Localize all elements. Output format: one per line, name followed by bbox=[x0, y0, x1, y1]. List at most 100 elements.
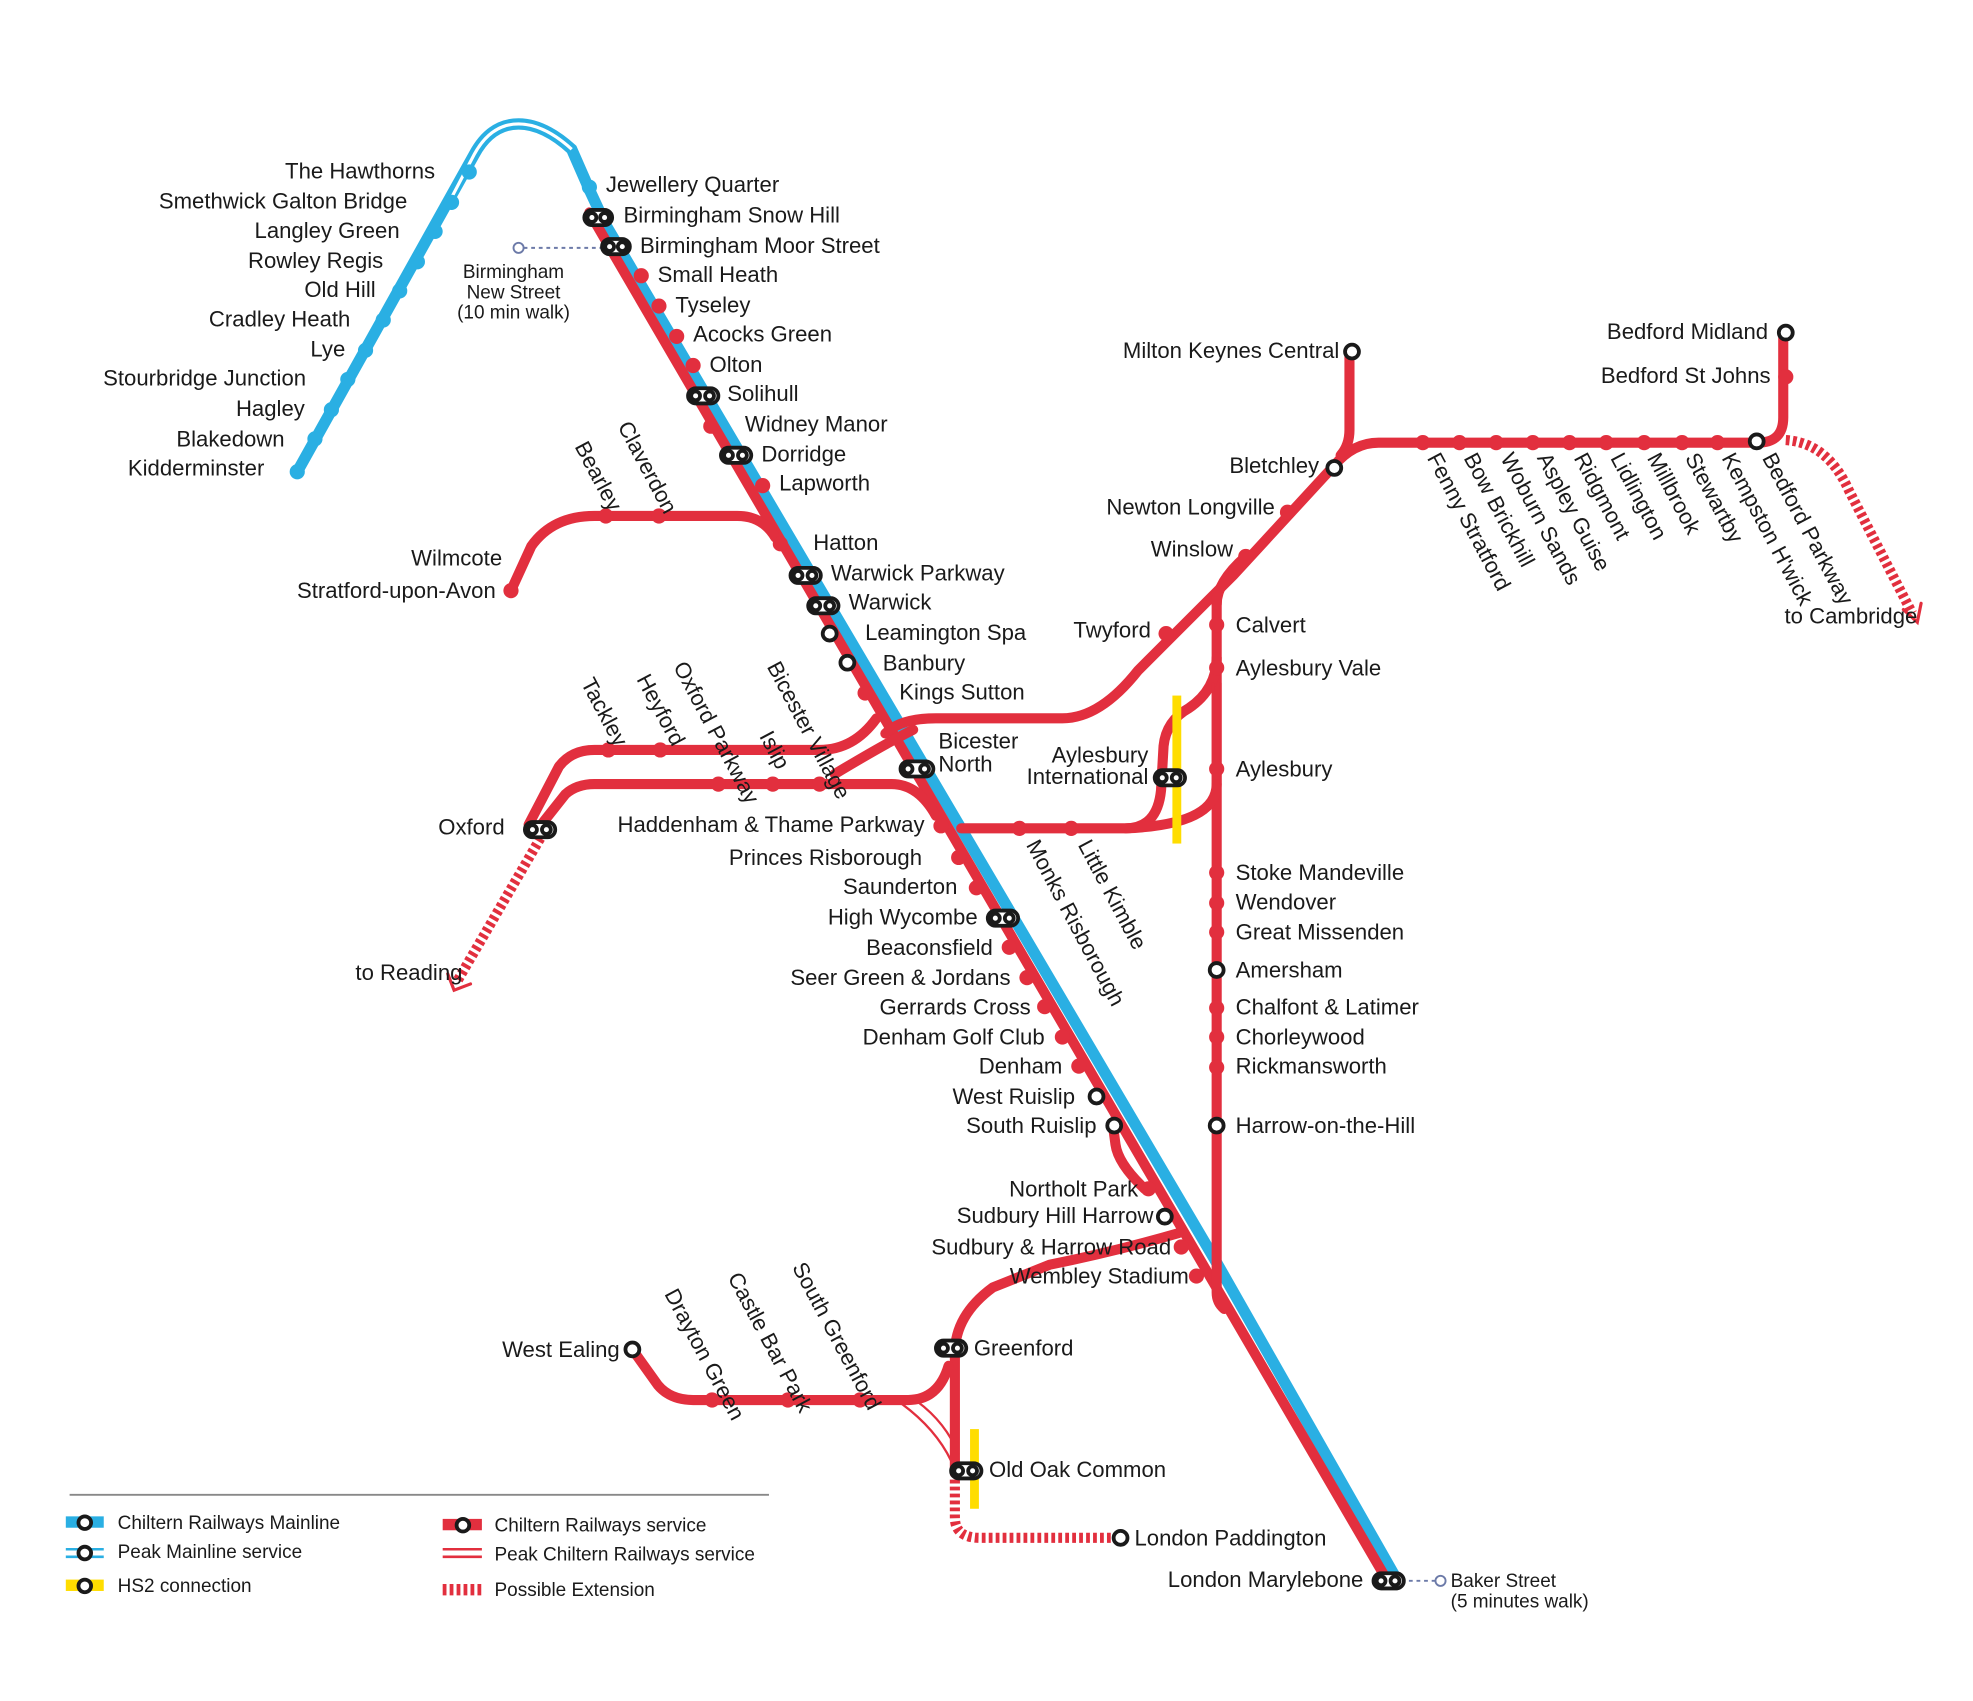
labels-aylesbury-line: Calvert Aylesbury Vale Aylesbury Stoke M… bbox=[1236, 612, 1419, 1138]
legend-peak-service-label: Peak Chiltern Railways service bbox=[495, 1545, 755, 1566]
stop-dot bbox=[933, 818, 949, 834]
label-amersham: Amersham bbox=[1236, 958, 1343, 983]
legend-item-peak-service: Peak Chiltern Railways service bbox=[442, 1545, 755, 1566]
label-stoke-mandeville: Stoke Mandeville bbox=[1236, 860, 1405, 885]
stop-dot bbox=[1209, 617, 1225, 633]
label-jewellery-quarter: Jewellery Quarter bbox=[606, 172, 779, 197]
labels-walk: Birmingham New Street (10 min walk) Bake… bbox=[457, 262, 1589, 1612]
label-baker-street-2: (5 minutes walk) bbox=[1451, 1591, 1589, 1612]
legend-item-extension: Possible Extension bbox=[442, 1580, 655, 1601]
label-denham-golf-club: Denham Golf Club bbox=[863, 1025, 1045, 1050]
legend-item-hs2: HS2 connection bbox=[65, 1576, 252, 1597]
stop-dot bbox=[1279, 504, 1296, 520]
stop-dot bbox=[503, 583, 519, 599]
label-bletchley: Bletchley bbox=[1229, 453, 1320, 478]
label-stourbridge: Stourbridge Junction bbox=[103, 366, 306, 391]
labels-stourbridge: The Hawthorns Smethwick Galton Bridge La… bbox=[103, 158, 435, 480]
label-new-street-3: (10 min walk) bbox=[457, 303, 570, 324]
red-bicester-chord bbox=[829, 724, 919, 780]
stop-dot bbox=[1019, 970, 1035, 986]
label-wendover: Wendover bbox=[1236, 889, 1336, 914]
stop-dot bbox=[755, 478, 771, 494]
station-ring bbox=[1747, 432, 1766, 451]
stop-dot bbox=[581, 179, 597, 195]
ring-pair-dorridge bbox=[719, 445, 754, 465]
label-aylesbury-vale: Aylesbury Vale bbox=[1236, 655, 1382, 680]
label-aylesbury: Aylesbury bbox=[1236, 757, 1334, 782]
stop-dot bbox=[951, 849, 967, 866]
ring-pair-moor-street bbox=[600, 237, 632, 257]
service-lines-red bbox=[505, 207, 1789, 1586]
label-sudbury-hill: Sudbury Hill Harrow bbox=[957, 1203, 1155, 1228]
stop-dot bbox=[651, 298, 667, 314]
red-northolt-loop bbox=[1107, 1120, 1150, 1194]
stop-dot bbox=[357, 342, 374, 358]
stop-dot bbox=[1188, 1268, 1205, 1284]
red-stratford-branch bbox=[505, 510, 781, 596]
red-oxford-lower bbox=[536, 779, 941, 830]
station-ring bbox=[820, 624, 839, 643]
labels-stratford-branch: Wilmcote Stratford-upon-Avon Bearley Cla… bbox=[297, 417, 682, 603]
label-solihull: Solihull bbox=[727, 381, 798, 406]
stop-dot bbox=[1209, 1059, 1225, 1075]
red-west-ealing-loop bbox=[627, 1344, 954, 1406]
arrow-to-reading-icon bbox=[446, 972, 473, 993]
baker-street-marker bbox=[1434, 1574, 1447, 1587]
peak-paddington-1 bbox=[901, 1402, 953, 1462]
stop-dot bbox=[1561, 435, 1578, 451]
label-old-hill: Old Hill bbox=[304, 277, 375, 302]
label-harrow: Harrow-on-the-Hill bbox=[1236, 1113, 1416, 1138]
stop-dot bbox=[461, 164, 477, 180]
stop-dot bbox=[409, 254, 425, 270]
ring-pair-aylesbury-intl bbox=[1152, 768, 1187, 788]
label-greenford: Greenford bbox=[974, 1336, 1074, 1361]
label-twyford: Twyford bbox=[1073, 617, 1150, 642]
label-sudbury-harrow-road: Sudbury & Harrow Road bbox=[931, 1235, 1171, 1260]
red-aylesbury-link bbox=[1120, 779, 1222, 834]
ring-pair-solihull bbox=[686, 386, 721, 406]
extension-to-reading bbox=[453, 829, 549, 983]
label-baker-street-1: Baker Street bbox=[1451, 1571, 1557, 1592]
label-northolt-park: Northolt Park bbox=[1009, 1176, 1139, 1201]
station-ring bbox=[1325, 459, 1344, 477]
label-oxford: Oxford bbox=[438, 815, 504, 840]
label-london-marylebone: London Marylebone bbox=[1168, 1567, 1364, 1592]
label-langley-green: Langley Green bbox=[255, 218, 400, 243]
stop-dot bbox=[1063, 820, 1079, 836]
stop-dot bbox=[1451, 435, 1468, 451]
stop-dot bbox=[1054, 1029, 1070, 1045]
legend-hs2-label: HS2 connection bbox=[118, 1576, 252, 1597]
stop-dot bbox=[340, 371, 356, 387]
new-street-marker bbox=[512, 241, 525, 254]
ring-pair-greenford bbox=[934, 1338, 969, 1358]
stop-dot bbox=[323, 402, 339, 418]
legend-peak-mainline-label: Peak Mainline service bbox=[118, 1542, 303, 1563]
legend-item-peak-mainline: Peak Mainline service bbox=[65, 1542, 303, 1563]
arrow-to-cambridge-icon bbox=[1901, 601, 1923, 626]
ring-pair-warwick-parkway bbox=[788, 565, 823, 585]
stop-dot bbox=[443, 194, 460, 210]
legend-extension-label: Possible Extension bbox=[495, 1580, 655, 1601]
blue-snow-hill-to-marylebone bbox=[584, 187, 1403, 1584]
stop-dot bbox=[307, 431, 323, 447]
stop-dot bbox=[1011, 820, 1027, 836]
stop-dot bbox=[600, 742, 616, 758]
possible-extensions bbox=[453, 435, 1917, 1543]
red-milton-keynes-spur bbox=[1335, 346, 1355, 461]
stop-dot bbox=[1238, 548, 1254, 565]
ring-pair-oxford bbox=[522, 820, 558, 840]
label-stratford: Stratford-upon-Avon bbox=[297, 578, 496, 603]
stop-dot bbox=[1209, 1029, 1225, 1045]
label-west-ealing: West Ealing bbox=[502, 1337, 620, 1362]
label-small-heath: Small Heath bbox=[658, 262, 779, 287]
stop-dot bbox=[703, 418, 719, 434]
extension-to-paddington bbox=[949, 1479, 1117, 1543]
label-hatton: Hatton bbox=[813, 530, 878, 555]
label-the-hawthorns: The Hawthorns bbox=[285, 158, 435, 183]
label-old-oak-common: Old Oak Common bbox=[989, 1457, 1166, 1482]
legend-service-label: Chiltern Railways service bbox=[495, 1516, 707, 1537]
stop-dot bbox=[1158, 626, 1174, 642]
label-lye: Lye bbox=[310, 337, 345, 362]
label-olton: Olton bbox=[710, 352, 763, 377]
station-ring bbox=[1105, 1116, 1124, 1135]
